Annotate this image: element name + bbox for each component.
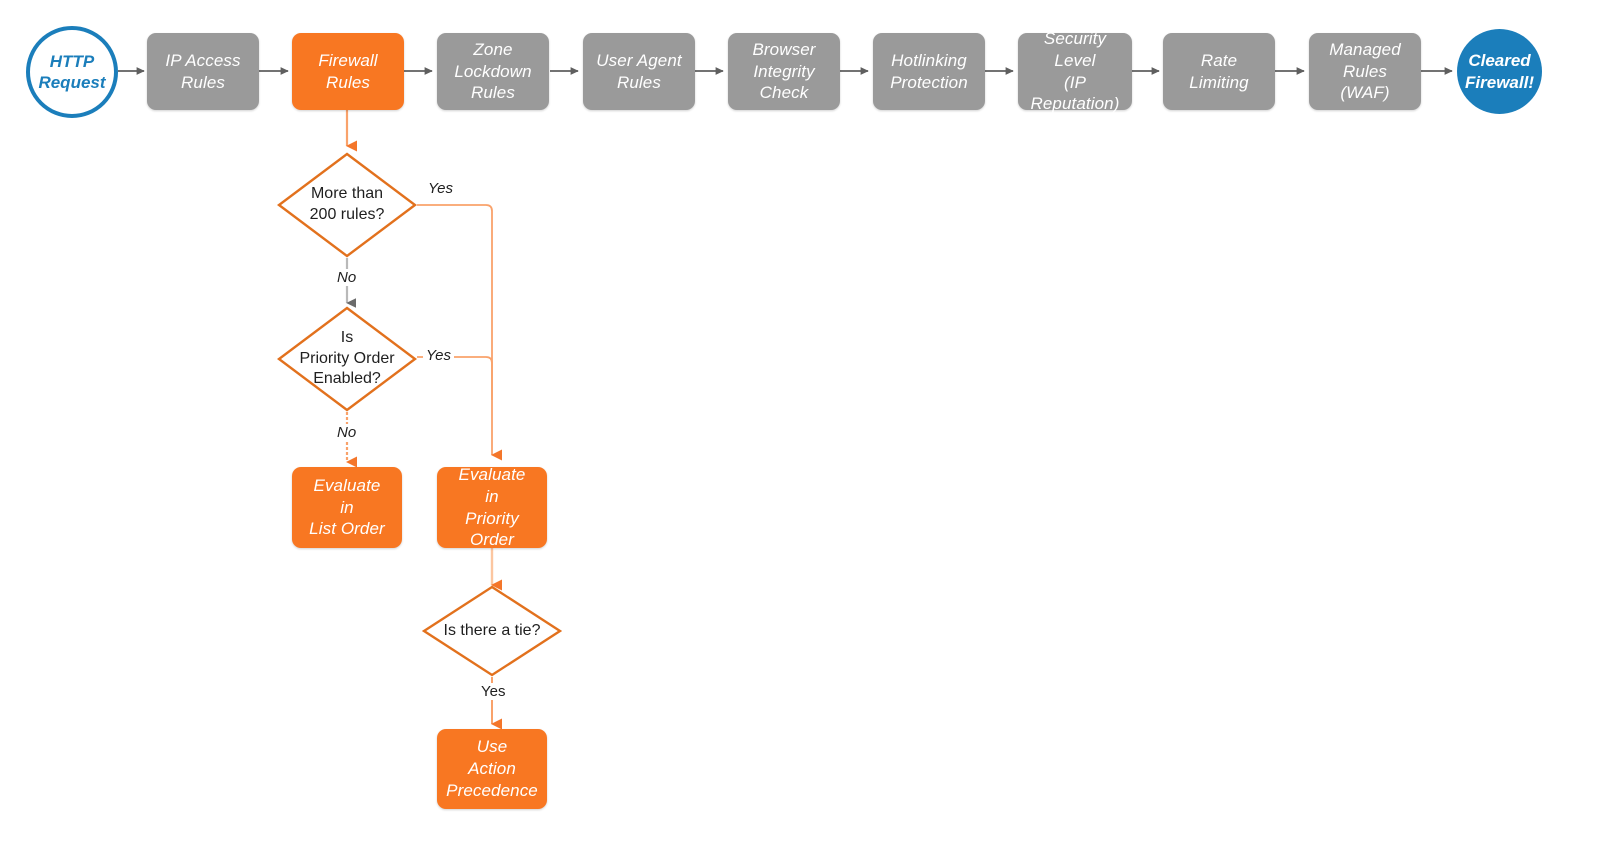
node-label: HTTP Request (38, 51, 106, 92)
node-label: Security Level (IP Reputation) (1030, 29, 1120, 114)
diamond-shape (422, 585, 562, 677)
edge-label-no-200: No (334, 269, 360, 286)
edge-label-yes-200: Yes (425, 180, 457, 197)
node-label: Managed Rules (WAF) (1329, 39, 1401, 103)
decision-label: Is Priority Order Enabled? (299, 328, 395, 388)
node-hotlinking-protection[interactable]: Hotlinking Protection (873, 33, 985, 110)
node-user-agent-rules[interactable]: User Agent Rules (583, 33, 695, 110)
node-label: Cleared Firewall! (1465, 51, 1534, 92)
node-managed-rules-waf[interactable]: Managed Rules (WAF) (1309, 33, 1421, 110)
node-label: Firewall Rules (318, 50, 378, 92)
decision-label: More than 200 rules? (309, 185, 385, 223)
edge-label-yes-tie: Yes (478, 683, 509, 700)
node-ip-access-rules[interactable]: IP Access Rules (147, 33, 259, 110)
node-http-request[interactable]: HTTP Request (26, 26, 118, 118)
decision-more-than-200-rules[interactable]: More than 200 rules? (277, 152, 417, 258)
node-cleared-firewall[interactable]: Cleared Firewall! (1457, 29, 1542, 114)
node-use-action-precedence[interactable]: Use Action Precedence (437, 729, 547, 809)
decision-is-priority-order-enabled[interactable]: Is Priority Order Enabled? (277, 306, 417, 412)
node-label: IP Access Rules (165, 50, 241, 92)
edge-label-no-priority: No (334, 424, 360, 441)
edge-label-yes-priority: Yes (423, 347, 455, 364)
diamond-shape (277, 152, 417, 258)
node-label: Zone Lockdown Rules (454, 39, 532, 103)
node-label: User Agent Rules (596, 50, 682, 92)
node-label: Browser Integrity Check (752, 39, 816, 103)
node-label: Rate Limiting (1189, 50, 1249, 92)
node-evaluate-in-priority-order[interactable]: Evaluate in Priority Order (437, 465, 547, 550)
edge-yes200-to-priority-order (417, 204, 502, 461)
decision-label: Is there a tie? (443, 621, 541, 639)
decision-is-there-a-tie[interactable]: Is there a tie? (422, 585, 562, 677)
node-label: Hotlinking Protection (890, 50, 968, 92)
node-rate-limiting[interactable]: Rate Limiting (1163, 33, 1275, 110)
node-label: Evaluate in Priority Order (458, 465, 526, 550)
diamond-shape (277, 306, 417, 412)
node-label: Evaluate in List Order (309, 475, 385, 539)
node-firewall-rules[interactable]: Firewall Rules (292, 33, 404, 110)
node-evaluate-in-list-order[interactable]: Evaluate in List Order (292, 467, 402, 548)
node-zone-lockdown-rules[interactable]: Zone Lockdown Rules (437, 33, 549, 110)
node-label: Use Action Precedence (446, 737, 538, 800)
node-browser-integrity-check[interactable]: Browser Integrity Check (728, 33, 840, 110)
node-security-level[interactable]: Security Level (IP Reputation) (1018, 29, 1132, 113)
